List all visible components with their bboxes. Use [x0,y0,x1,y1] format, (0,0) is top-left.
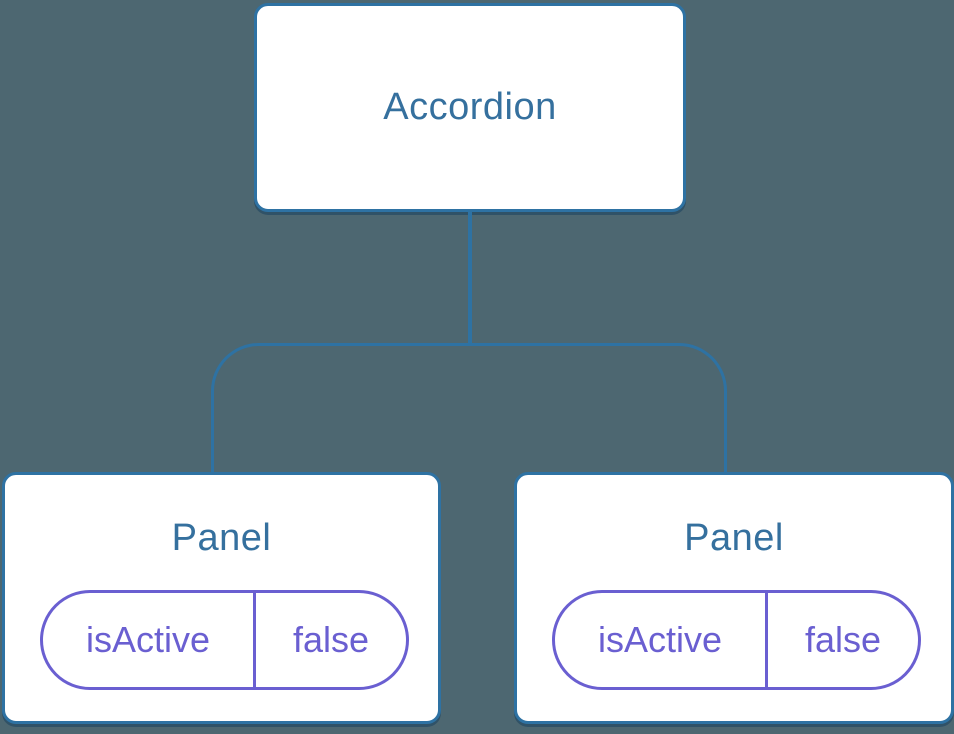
panel-right-state-pill: isActive false [552,590,921,690]
panel-node-left: Panel isActive false [2,472,441,724]
state-name: isActive [43,593,256,687]
panel-right-label: Panel [684,517,784,559]
state-name: isActive [555,593,768,687]
connector-bracket [211,343,727,472]
state-value: false [292,619,370,660]
connector-stem [468,211,472,345]
accordion-node: Accordion [254,3,686,212]
panel-node-right: Panel isActive false [514,472,954,724]
panel-left-label: Panel [171,517,272,559]
accordion-node-label: Accordion [383,86,557,128]
state-value: false [804,619,882,660]
panel-left-state-pill: isActive false [40,590,409,690]
